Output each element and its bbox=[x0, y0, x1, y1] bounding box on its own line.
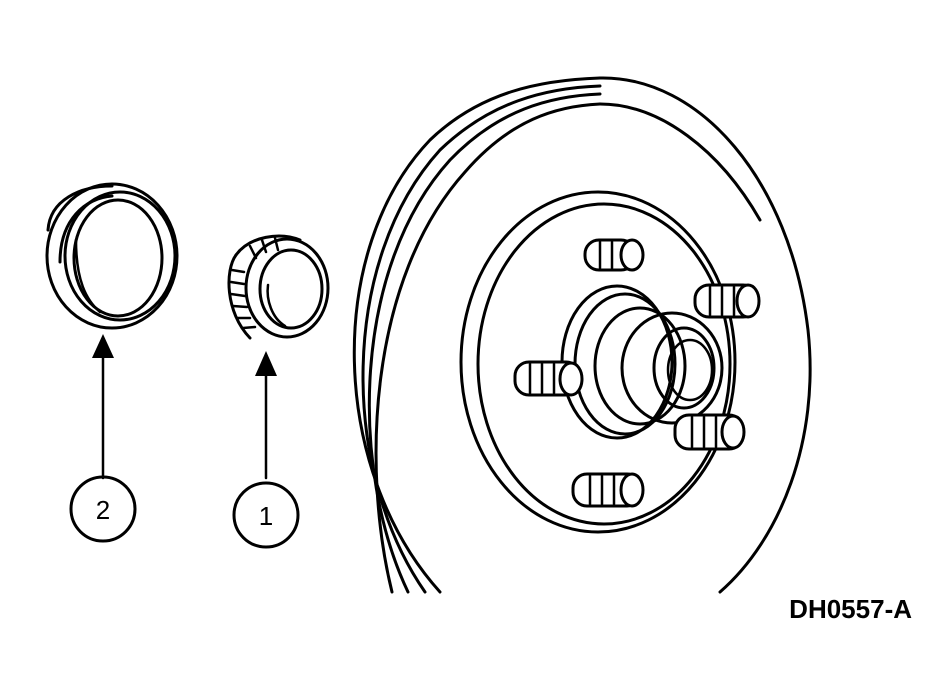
bearing-cup bbox=[45, 182, 179, 330]
arrow-up-icon bbox=[255, 351, 277, 376]
wheel-stud-left bbox=[513, 360, 584, 397]
callout-1: 1 bbox=[232, 481, 300, 549]
arrow-up-icon bbox=[92, 334, 114, 358]
leader-arrow-1 bbox=[255, 351, 277, 480]
wheel-stud-top bbox=[583, 238, 645, 272]
wheel-stud-right bbox=[693, 283, 761, 319]
wheel-stud-lower-right bbox=[673, 413, 746, 451]
rotor-hub-assembly bbox=[352, 76, 812, 594]
figure-code: DH0557-A bbox=[789, 594, 912, 624]
callout-2: 2 bbox=[69, 475, 137, 543]
wheel-stud-bottom bbox=[571, 472, 645, 508]
callout-1-label: 1 bbox=[259, 501, 273, 531]
bearing-cone bbox=[227, 234, 330, 340]
leader-arrow-2 bbox=[92, 334, 114, 480]
callout-2-label: 2 bbox=[96, 495, 110, 525]
